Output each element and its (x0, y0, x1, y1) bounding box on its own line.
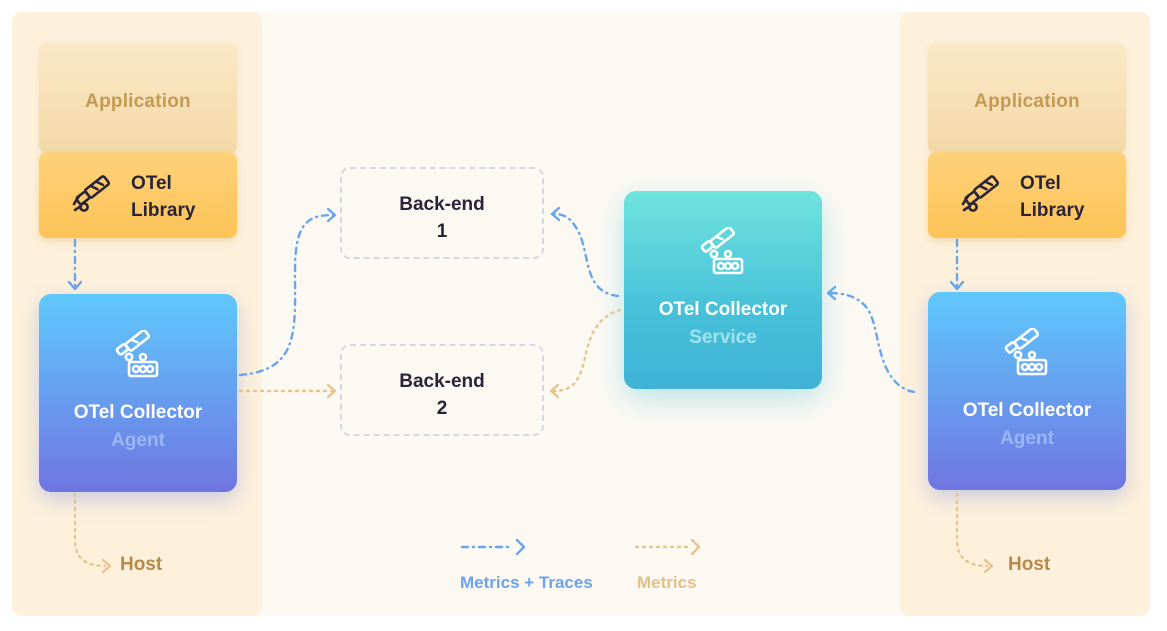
service-collector-box: OTel Collector Service (624, 191, 822, 389)
left-otel-library-box: OTel Library (39, 152, 237, 238)
application-label: Application (974, 91, 1080, 112)
left-host-label: Host (120, 554, 163, 575)
backend-label-line2: 2 (436, 398, 448, 419)
backend-1-box: Back-end 1 (340, 167, 544, 259)
connector-service-to-backend-1 (552, 212, 620, 298)
right-host-label: Host (1008, 554, 1051, 575)
arrowhead-backend-2-left (326, 383, 337, 399)
collector-title: OTel Collector (73, 402, 203, 423)
telescope-icon (71, 174, 113, 219)
connector-right-agent-to-host (955, 492, 989, 568)
legend-metrics-traces-label: Metrics + Traces (460, 573, 593, 592)
legend-metrics-label: Metrics (637, 573, 697, 592)
connector-service-to-backend-2 (551, 308, 622, 393)
collector-subtitle: Agent (111, 430, 165, 451)
arrowhead-backend-2-right (549, 383, 560, 399)
connector-right-agent-to-service (828, 291, 916, 394)
legend-metrics-arrowhead (690, 538, 701, 556)
right-otel-library-box: OTel Library (928, 152, 1126, 238)
arrowhead-backend-1-left (326, 207, 337, 223)
backend-2-label: Back-end 2 (342, 368, 542, 422)
collector-title: OTel Collector (962, 400, 1092, 421)
arrowhead-left-agent (67, 280, 83, 291)
telescope-collector-icon (700, 225, 746, 282)
connector-left-agent-to-host (73, 492, 107, 568)
library-label-line2: Library (1020, 200, 1085, 221)
right-collector-agent-box: OTel Collector Agent (928, 292, 1126, 490)
left-collector-agent-box: OTel Collector Agent (39, 294, 237, 492)
backend-1-label: Back-end 1 (342, 191, 542, 245)
left-application-box: Application (39, 43, 237, 153)
backend-label-line2: 1 (436, 221, 448, 242)
otel-library-label: OTel Library (131, 170, 195, 224)
library-label-line1: OTel (131, 173, 172, 194)
telescope-icon (960, 174, 1002, 219)
telescope-collector-icon (115, 328, 161, 385)
connector-left-agent-to-backend-1 (238, 213, 336, 377)
library-label-line1: OTel (1020, 173, 1061, 194)
otel-library-label: OTel Library (1020, 170, 1084, 224)
library-label-line2: Library (131, 200, 196, 221)
arrowhead-right-agent (949, 280, 965, 291)
backend-label-line1: Back-end (399, 371, 485, 392)
backend-2-box: Back-end 2 (340, 344, 544, 436)
arrowhead-right-host (983, 558, 994, 574)
arrowhead-service-right (826, 285, 837, 301)
collector-subtitle: Service (689, 327, 757, 348)
collector-subtitle: Agent (1000, 428, 1054, 449)
right-application-box: Application (928, 43, 1126, 153)
telescope-collector-icon (1004, 326, 1050, 383)
arrowhead-backend-1-right (550, 206, 561, 222)
legend-metrics-traces-arrowhead (515, 538, 526, 556)
application-label: Application (85, 91, 191, 112)
arrowhead-left-host (101, 558, 112, 574)
backend-label-line1: Back-end (399, 194, 485, 215)
collector-title: OTel Collector (658, 299, 788, 320)
